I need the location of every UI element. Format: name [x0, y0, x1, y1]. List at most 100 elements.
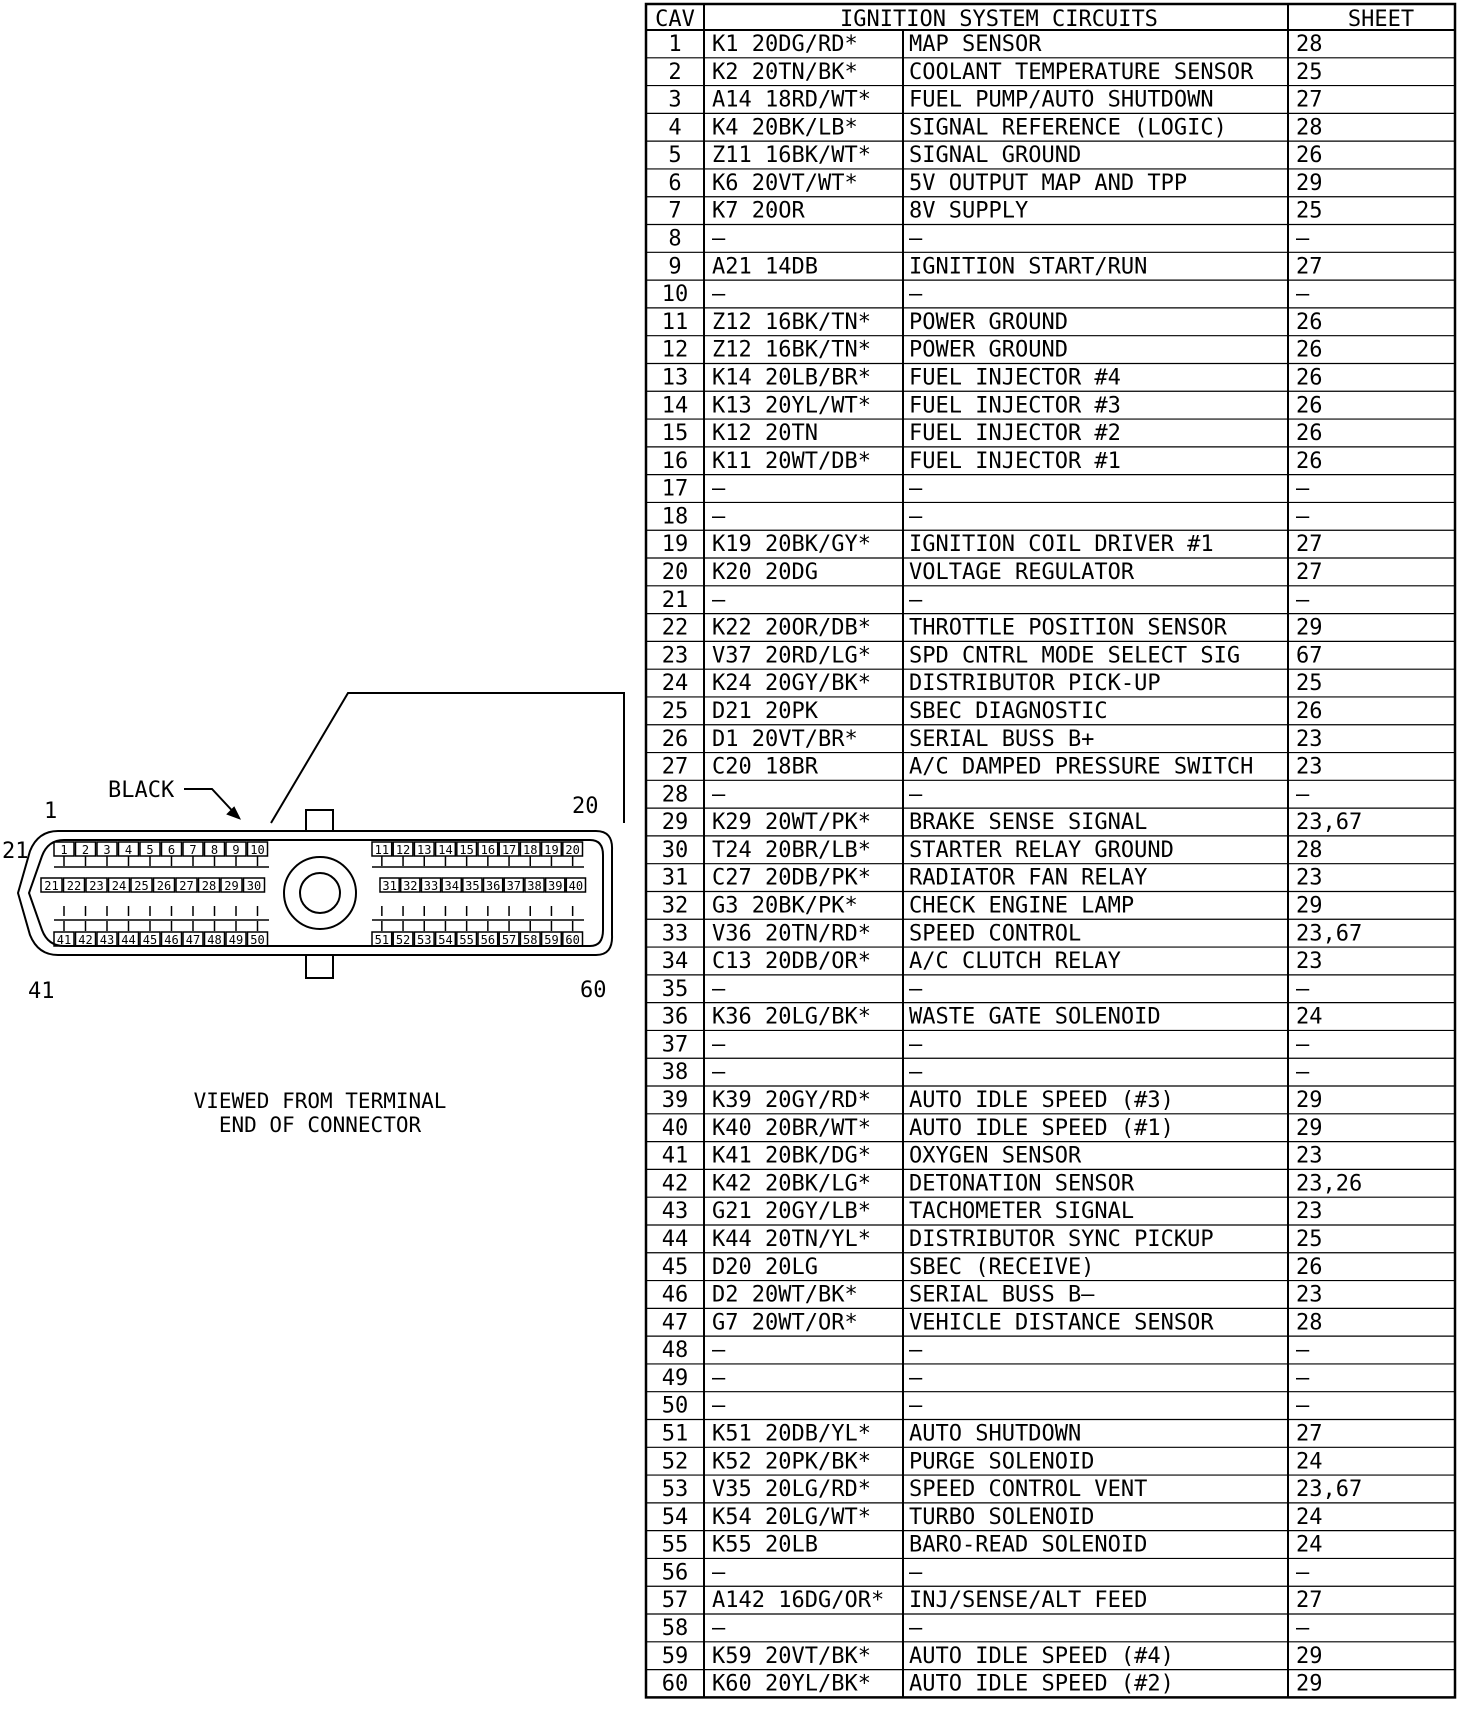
sheet-cell: 27 — [1296, 1422, 1323, 1447]
connector-pin: 59 — [540, 931, 563, 947]
circuit-cell: MAP SENSOR — [909, 32, 1042, 57]
cav-cell: 21 — [662, 588, 689, 613]
cav-cell: 13 — [662, 365, 689, 390]
circuit-cell: AUTO IDLE SPEED (#2) — [909, 1672, 1174, 1697]
connector-pin: 11 — [371, 841, 393, 857]
pin-number: 33 — [424, 879, 438, 893]
connector-pin: 32 — [399, 877, 421, 893]
wire-cell: — — [712, 504, 726, 529]
sheet-cell: 23 — [1296, 1199, 1323, 1224]
wire-cell: — — [712, 1060, 726, 1085]
sheet-cell: 29 — [1296, 893, 1323, 918]
corner-label-bottom-right: 60 — [580, 978, 607, 1003]
circuit-cell: WASTE GATE SOLENOID — [909, 1005, 1161, 1030]
circuit-cell: SERIAL BUSS B— — [909, 1283, 1095, 1308]
circuit-cell: BRAKE SENSE SIGNAL — [909, 810, 1147, 835]
circuit-cell: — — [909, 1560, 923, 1585]
cav-cell: 2 — [668, 60, 681, 85]
cav-cell: 44 — [662, 1227, 689, 1252]
circuit-cell: — — [909, 504, 923, 529]
sheet-cell: 27 — [1296, 560, 1323, 585]
circuit-cell: AUTO IDLE SPEED (#1) — [909, 1116, 1174, 1141]
sheet-cell: 26 — [1296, 699, 1323, 724]
connector-pin: 4 — [117, 841, 140, 857]
connector-pin: 13 — [413, 841, 435, 857]
connector-pin: 33 — [420, 877, 442, 893]
sheet-cell: 24 — [1296, 1505, 1323, 1530]
sheet-cell: — — [1296, 1060, 1310, 1085]
sheet-cell: — — [1296, 504, 1310, 529]
circuit-cell: POWER GROUND — [909, 310, 1068, 335]
cav-cell: 8 — [668, 227, 681, 252]
sheet-cell: — — [1296, 1616, 1310, 1641]
pin-number: 55 — [459, 933, 473, 947]
connector-pin: 53 — [413, 931, 435, 947]
sheet-cell: 24 — [1296, 1533, 1323, 1558]
cav-cell: 40 — [662, 1116, 689, 1141]
pin-number: 26 — [157, 879, 171, 893]
circuit-cell: SPEED CONTROL VENT — [909, 1477, 1147, 1502]
pin-number: 40 — [569, 879, 583, 893]
circuit-cell: DETONATION SENSOR — [909, 1171, 1135, 1196]
wire-cell: D21 20PK — [712, 699, 819, 724]
wire-cell: K54 20LG/WT* — [712, 1505, 871, 1530]
connector-pin: 39 — [544, 877, 566, 893]
sheet-cell: 27 — [1296, 1588, 1323, 1613]
pin-number: 50 — [250, 933, 264, 947]
wire-cell: — — [712, 1616, 726, 1641]
cav-cell: 9 — [668, 254, 681, 279]
circuit-cell: FUEL INJECTOR #3 — [909, 393, 1121, 418]
sheet-cell: 24 — [1296, 1005, 1323, 1030]
sheet-cell: 27 — [1296, 532, 1323, 557]
circuit-cell: — — [909, 282, 923, 307]
sheet-cell: 24 — [1296, 1449, 1323, 1474]
cav-cell: 28 — [662, 782, 689, 807]
table-row: 21——— — [662, 588, 1310, 613]
pin-number: 37 — [507, 879, 521, 893]
connector-pin: 16 — [477, 841, 499, 857]
sheet-cell: 25 — [1296, 199, 1323, 224]
cav-cell: 10 — [662, 282, 689, 307]
connector-pin: 7 — [182, 841, 204, 857]
cav-cell: 49 — [662, 1366, 689, 1391]
table-row: 50——— — [662, 1394, 1310, 1419]
cav-cell: 52 — [662, 1449, 689, 1474]
wire-cell: K42 20BK/LG* — [712, 1171, 871, 1196]
connector-pin: 17 — [498, 841, 520, 857]
sheet-cell: 25 — [1296, 60, 1323, 85]
connector-pin: 14 — [434, 841, 457, 857]
sheet-cell: 26 — [1296, 1255, 1323, 1280]
circuit-cell: FUEL PUMP/AUTO SHUTDOWN — [909, 88, 1214, 113]
wire-cell: K7 20OR — [712, 199, 805, 224]
circuit-cell: SERIAL BUSS B+ — [909, 727, 1094, 752]
cav-cell: 42 — [662, 1171, 689, 1196]
circuit-cell: CHECK ENGINE LAMP — [909, 893, 1134, 918]
circuit-cell: SIGNAL GROUND — [909, 143, 1081, 168]
sheet-cell: — — [1296, 1394, 1310, 1419]
table-row: 18——— — [662, 504, 1310, 529]
wire-cell: G7 20WT/OR* — [712, 1310, 858, 1335]
wire-cell: Z11 16BK/WT* — [712, 143, 871, 168]
circuit-cell: — — [909, 1032, 923, 1057]
wire-cell: K2 20TN/BK* — [712, 60, 858, 85]
cav-cell: 31 — [662, 866, 689, 891]
wire-cell: T24 20BR/LB* — [712, 838, 871, 863]
sheet-cell: 23 — [1296, 755, 1323, 780]
cav-cell: 32 — [662, 893, 689, 918]
cav-cell: 35 — [662, 977, 689, 1002]
wire-cell: V37 20RD/LG* — [712, 643, 871, 668]
sheet-cell: 29 — [1296, 616, 1323, 641]
pin-number: 52 — [396, 933, 410, 947]
connector-pin: 36 — [482, 877, 504, 893]
cav-cell: 39 — [662, 1088, 689, 1113]
pin-number: 5 — [146, 843, 153, 857]
